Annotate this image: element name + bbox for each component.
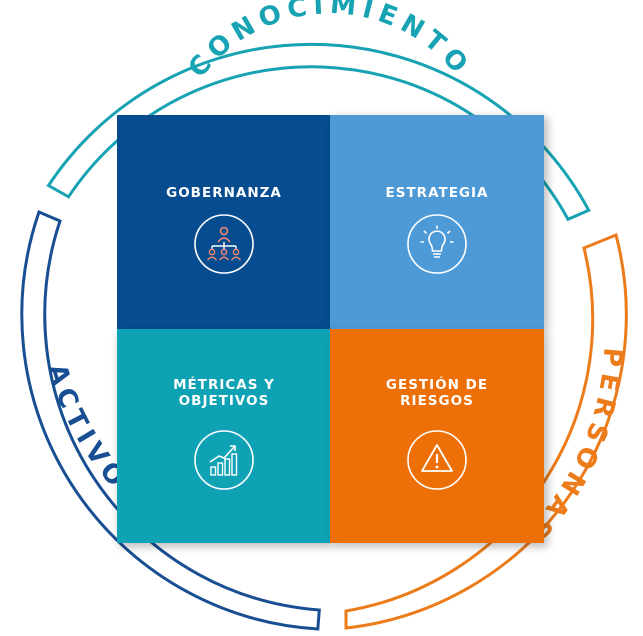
metrics-title: MÉTRICAS Y OBJETIVOS (173, 377, 275, 409)
lightbulb-icon (407, 214, 467, 274)
warning-triangle-icon (407, 430, 467, 490)
governance-title: GOBERNANZA (166, 185, 282, 201)
quadrant-risk: GESTIÓN DE RIESGOS (330, 329, 544, 543)
conocimiento-arc-band (46, 42, 591, 222)
risk-title: GESTIÓN DE RIESGOS (385, 377, 489, 409)
quadrant-governance: GOBERNANZA (117, 115, 331, 330)
growth-chart-icon (194, 430, 254, 490)
strategy-title: ESTRATEGIA (385, 185, 489, 201)
personas-arc-band (344, 232, 628, 630)
quadrant-strategy: ESTRATEGIA (330, 115, 544, 330)
quadrant-metrics: MÉTRICAS Y OBJETIVOS (117, 329, 331, 543)
activos-arc-band (20, 209, 321, 631)
people-hierarchy-icon (194, 214, 254, 274)
